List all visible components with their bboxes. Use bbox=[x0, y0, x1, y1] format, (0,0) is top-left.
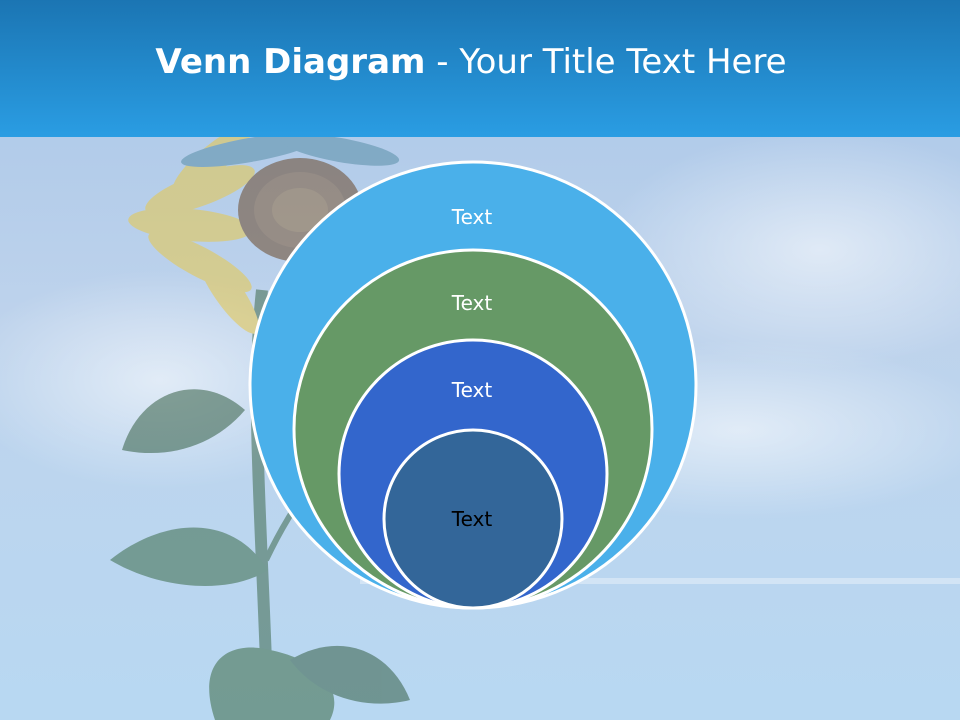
title-bar: Venn Diagram - Your Title Text Here bbox=[0, 0, 960, 137]
title-regular: - Your Title Text Here bbox=[425, 42, 787, 82]
inner-circle-label: Text bbox=[451, 507, 493, 531]
third-circle-label: Text bbox=[451, 378, 493, 402]
outer-circle-label: Text bbox=[451, 205, 493, 229]
second-circle-label: Text bbox=[451, 291, 493, 315]
title-bold: Venn Diagram bbox=[155, 42, 426, 82]
slide-title: Venn Diagram - Your Title Text Here bbox=[0, 42, 942, 82]
inner-circle[interactable] bbox=[382, 428, 564, 610]
